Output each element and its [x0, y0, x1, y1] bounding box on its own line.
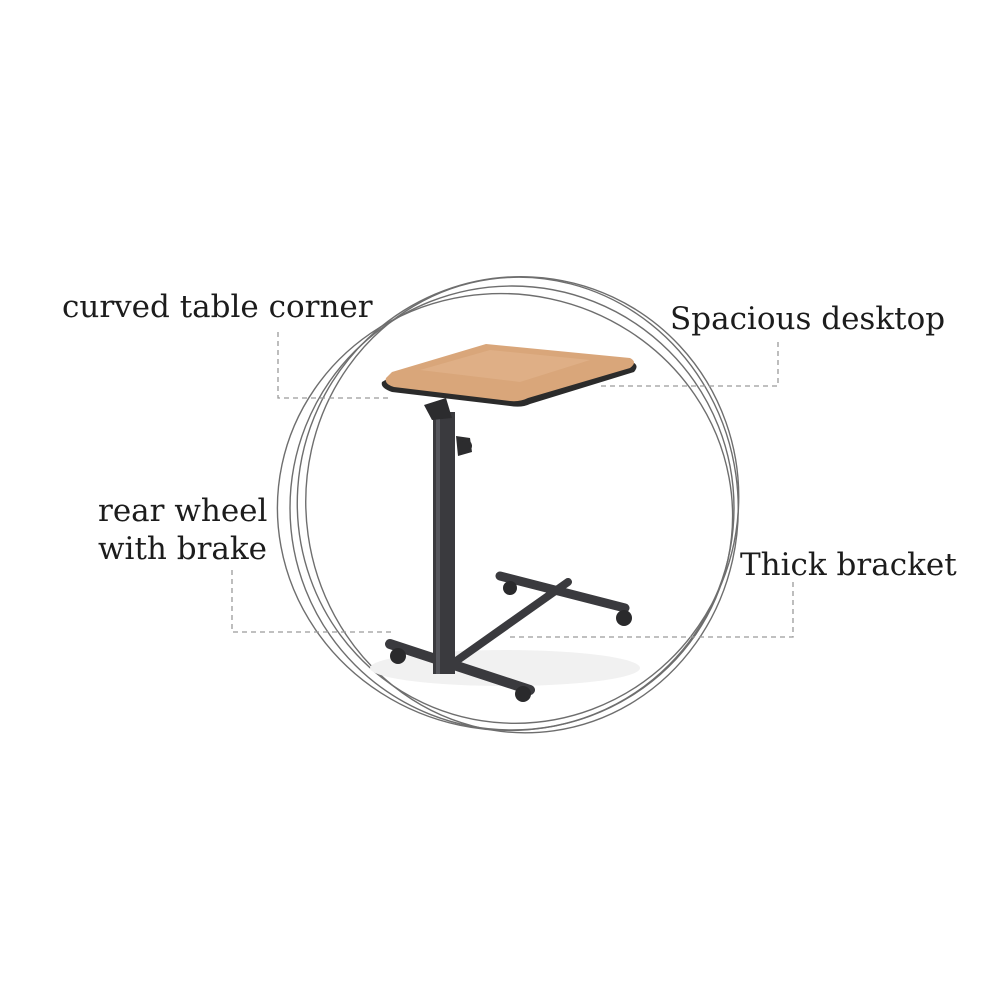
wheel-rear-left — [503, 581, 517, 595]
ring-3 — [276, 292, 734, 732]
wheel-front-right — [515, 686, 531, 702]
base-rear-bar — [495, 571, 630, 613]
leader-thick-bracket — [508, 582, 794, 638]
leader-curved-corner — [277, 332, 390, 399]
label-curved-table-corner: curved table corner — [62, 289, 373, 325]
caster-wheels — [390, 581, 632, 702]
ring-4 — [296, 276, 740, 724]
decorative-rings — [276, 276, 740, 734]
overbed-table — [370, 344, 640, 702]
leader-spacious-desktop — [600, 342, 779, 387]
label-spacious-desktop: Spacious desktop — [670, 301, 946, 337]
label-thick-bracket: Thick bracket — [740, 547, 957, 583]
leader-lines — [231, 332, 794, 638]
leader-rear-wheel — [231, 570, 392, 633]
wheel-front-left — [390, 648, 406, 664]
tabletop-sheen — [420, 350, 590, 382]
label-rear-wheel-line1: rear wheel — [98, 493, 268, 529]
column-highlight — [436, 412, 440, 674]
height-adjust-knob — [456, 436, 472, 456]
wheel-rear-right — [616, 610, 632, 626]
base-cross-bar — [448, 578, 572, 668]
label-rear-wheel-line2: with brake — [98, 531, 268, 567]
base-front-bar — [385, 639, 535, 695]
tilt-bracket — [424, 398, 452, 420]
label-rear-wheel-with-brake: rear wheel with brake — [98, 492, 267, 568]
